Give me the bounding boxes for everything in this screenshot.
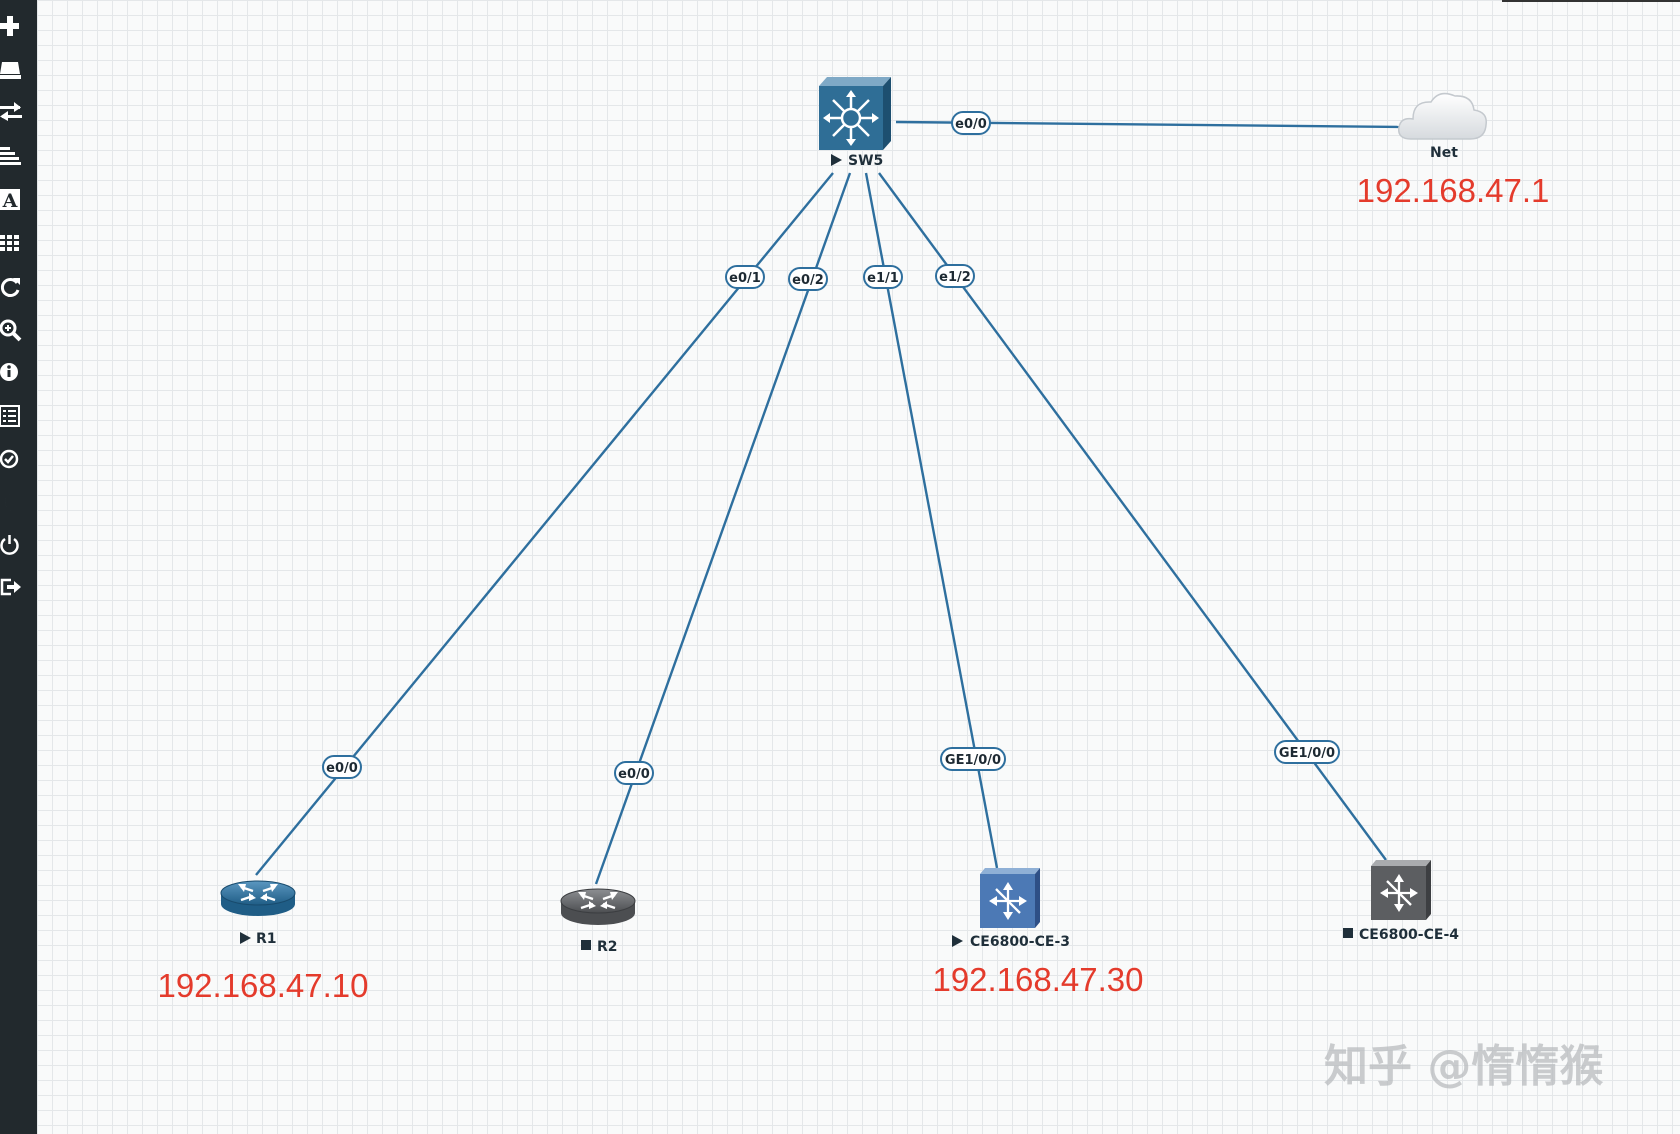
node-label: Net (1430, 145, 1458, 161)
iface-label-sw5-r1[interactable]: e0/1 (725, 265, 765, 289)
iface-label-text: e0/0 (955, 117, 987, 132)
iface-label-text: e1/1 (867, 271, 899, 286)
running-state-icon (831, 154, 842, 166)
router-icon (560, 888, 636, 925)
nodes-icon[interactable] (0, 58, 24, 82)
node-label: R1 (256, 931, 277, 947)
multilayer-switch-icon (819, 77, 891, 150)
ip-annotation: 192.168.47.10 (157, 967, 368, 1004)
power-icon[interactable] (0, 532, 24, 556)
ip-annotation: 192.168.47.30 (932, 961, 1143, 998)
list-icon[interactable] (0, 404, 24, 428)
networks-icon[interactable] (0, 100, 24, 124)
running-state-icon (952, 935, 963, 947)
add-icon[interactable] (0, 14, 24, 38)
interface-labels: e0/0 e0/1 e0/2 e1/1 e1/2 e0/0 e0/0 GE1/ (322, 111, 1340, 785)
huawei-switch-icon (1371, 860, 1431, 920)
top-edge-line (1502, 0, 1680, 2)
cloud-icon (1398, 92, 1487, 140)
iface-label-r2[interactable]: e0/0 (614, 761, 654, 785)
running-state-icon (240, 932, 251, 944)
node-r1[interactable]: R1 192.168.47.10 (157, 880, 369, 1004)
node-label: CE6800-CE-3 (970, 934, 1070, 950)
node-label: R2 (597, 939, 618, 955)
node-net[interactable]: Net 192.168.47.1 (1357, 92, 1550, 209)
iface-label-text: e0/0 (326, 761, 358, 776)
zoom-icon[interactable] (0, 318, 24, 342)
startup-config-icon[interactable] (0, 144, 24, 168)
watermark: 知乎 @惰惰猴 (1324, 1041, 1603, 1092)
iface-label-sw5-r2[interactable]: e0/2 (788, 267, 828, 291)
node-sw5[interactable]: SW5 (819, 77, 891, 169)
node-label: CE6800-CE-4 (1359, 927, 1459, 943)
iface-label-sw5-ce4[interactable]: e1/2 (935, 264, 975, 288)
iface-label-r1[interactable]: e0/0 (322, 755, 362, 779)
status-icon[interactable] (0, 447, 24, 471)
iface-label-text: e1/2 (939, 270, 971, 285)
topology-canvas[interactable] (37, 0, 1680, 1134)
iface-label-ce3[interactable]: GE1/0/0 (940, 747, 1006, 771)
node-ce3[interactable]: CE6800-CE-3 192.168.47.30 (932, 868, 1144, 998)
stopped-state-icon (1343, 928, 1353, 938)
logout-icon[interactable] (0, 575, 24, 599)
iface-label-text: e0/2 (792, 273, 824, 288)
info-icon[interactable] (0, 360, 24, 384)
iface-label-sw5-net[interactable]: e0/0 (951, 111, 991, 135)
node-ce4[interactable]: CE6800-CE-4 (1343, 860, 1459, 943)
iface-label-text: GE1/0/0 (945, 753, 1001, 768)
links (255, 120, 1405, 885)
router-icon (220, 880, 296, 916)
sidebar: A (0, 0, 37, 1134)
text-icon[interactable]: A (0, 188, 24, 212)
stopped-state-icon (581, 940, 591, 950)
iface-label-ce4[interactable]: GE1/0/0 (1274, 740, 1340, 764)
node-label: SW5 (848, 153, 883, 169)
svg-text:A: A (2, 190, 18, 212)
huawei-switch-icon (980, 868, 1040, 928)
grid-icon[interactable] (0, 231, 24, 255)
node-r2[interactable]: R2 (560, 888, 636, 955)
iface-label-text: e0/1 (729, 271, 761, 286)
iface-label-text: GE1/0/0 (1279, 746, 1335, 761)
ip-annotation: 192.168.47.1 (1357, 172, 1550, 209)
iface-label-text: e0/0 (618, 767, 650, 782)
refresh-icon[interactable] (0, 275, 24, 299)
iface-label-sw5-ce3[interactable]: e1/1 (863, 265, 903, 289)
